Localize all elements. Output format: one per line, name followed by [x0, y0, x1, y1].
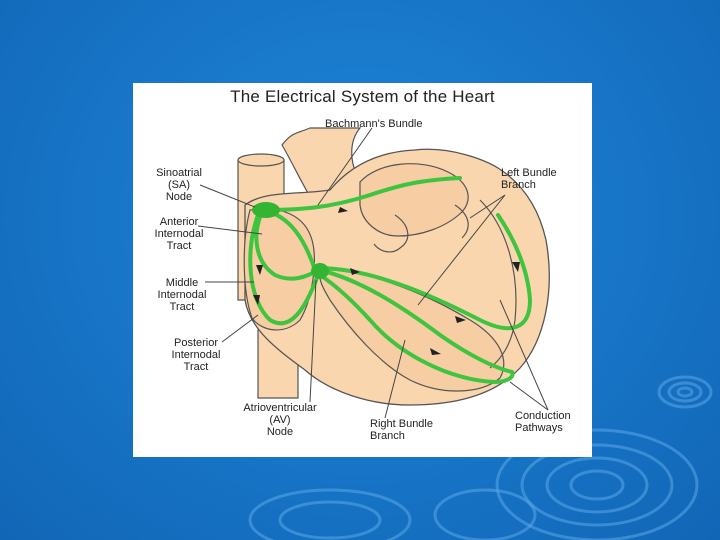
leader-av-node [309, 279, 317, 403]
leader-posterior [221, 314, 259, 343]
leader-left-bundle-a [417, 194, 506, 306]
left-ventricle-wall [479, 199, 517, 369]
label-sa-node: Sinoatrial (SA) Node [156, 167, 202, 203]
label-middle-tract: Middle Internodal Tract [157, 277, 207, 313]
vena-cava-top [237, 153, 285, 167]
leader-anterior [197, 225, 263, 235]
label-right-bundle: Right Bundle Branch [370, 418, 433, 442]
sa-node [252, 202, 280, 218]
right-bundle-branch [318, 268, 515, 385]
av-node [311, 263, 329, 279]
arrow-av [350, 268, 360, 275]
label-posterior-tract: Posterior Internodal Tract [171, 337, 221, 373]
label-av-node: Atrioventricular (AV) Node [243, 402, 317, 438]
leader-right-bundle [384, 339, 406, 419]
leader-sa-node [199, 184, 256, 208]
leader-left-bundle-b [469, 194, 506, 219]
bachmann-bundle [260, 176, 462, 212]
middle-internodal-tract [254, 210, 320, 281]
label-anterior-tract: Anterior Internodal Tract [154, 216, 204, 252]
arrow-posterior-tract [253, 295, 260, 305]
diagram-title: The Electrical System of the Heart [230, 87, 495, 106]
posterior-internodal-tract [248, 213, 320, 326]
label-conduction-pathways: Conduction Pathways [515, 410, 571, 434]
arrow-middle-tract [256, 265, 263, 275]
valve-wall [373, 204, 469, 253]
arrow-left-branch [512, 262, 520, 272]
leader-conduction-b [509, 381, 549, 411]
arrow-ventricle-upper [455, 316, 466, 323]
ventricle-wall [319, 269, 505, 392]
left-bundle-branch [320, 213, 533, 331]
leader-conduction-a [499, 299, 549, 411]
label-left-bundle: Left Bundle Branch [501, 167, 557, 191]
left-atrium [359, 163, 469, 237]
arrow-bachmann [338, 207, 348, 213]
label-bachmann-bundle: Bachmann's Bundle [325, 118, 423, 130]
right-atrium [243, 208, 315, 331]
leader-bachmann [317, 127, 373, 206]
arrow-ventricle-lower [430, 348, 441, 355]
